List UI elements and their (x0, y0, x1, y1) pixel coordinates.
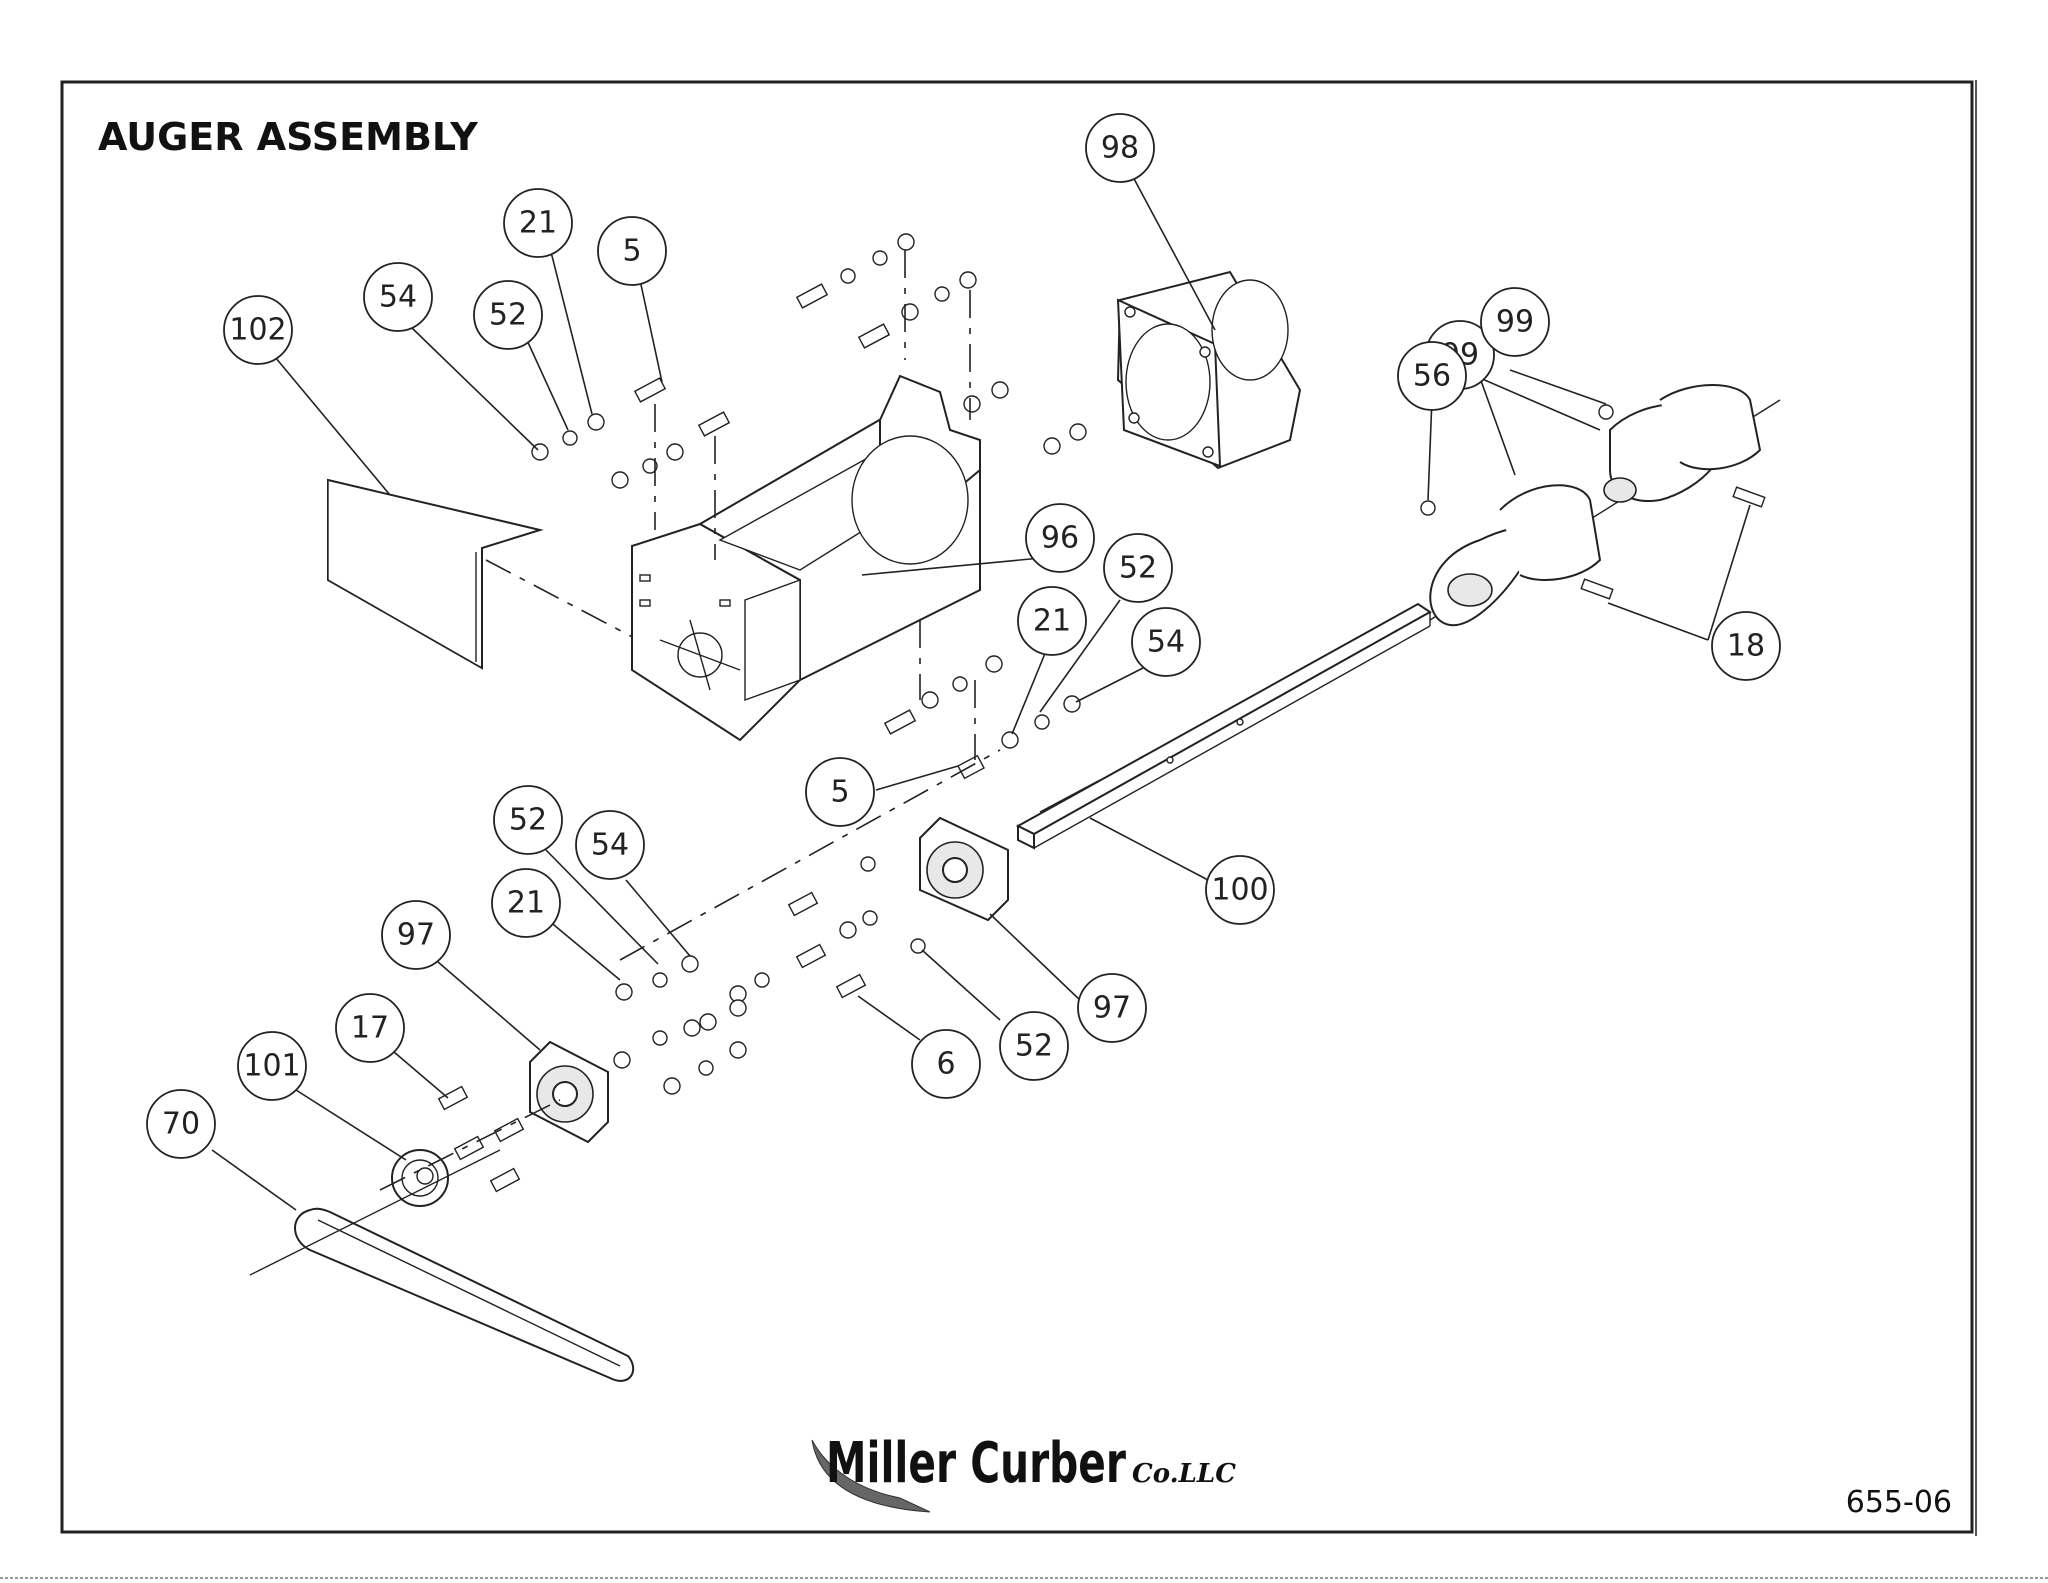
part-97-bearing-upper (919, 816, 1009, 922)
svg-text:5: 5 (830, 775, 849, 810)
svg-text:99: 99 (1496, 305, 1534, 340)
svg-text:70: 70 (162, 1107, 200, 1142)
svg-text:102: 102 (229, 313, 286, 348)
svg-text:52: 52 (1015, 1029, 1053, 1064)
balloon-5-top: 5 (597, 216, 667, 286)
svg-text:21: 21 (519, 206, 557, 241)
balloon-96: 96 (1025, 503, 1095, 573)
part-98-flange (1116, 270, 1302, 470)
company-logo: Miller Curber Co.LLC (811, 1431, 1236, 1513)
balloon-21-mid: 21 (1017, 586, 1087, 656)
part-99-auger-flights (1429, 384, 1762, 627)
balloon-52-top: 52 (473, 280, 543, 350)
svg-text:98: 98 (1101, 131, 1139, 166)
balloon-102: 102 (223, 295, 293, 365)
balloon-100: 100 (1205, 855, 1275, 925)
svg-text:101: 101 (243, 1049, 300, 1084)
balloon-98: 98 (1085, 113, 1155, 183)
fasteners (437, 233, 1766, 1193)
balloon-6: 6 (911, 1029, 981, 1099)
svg-text:17: 17 (351, 1011, 389, 1046)
part-97-bearing-lower (529, 1040, 609, 1144)
svg-text:54: 54 (379, 280, 417, 315)
balloon-54-low: 54 (575, 810, 645, 880)
svg-text:56: 56 (1413, 359, 1451, 394)
balloon-17: 17 (335, 993, 405, 1063)
svg-text:21: 21 (507, 886, 545, 921)
balloon-99-front: 99 (1480, 287, 1550, 357)
balloon-5-mid: 5 (805, 757, 875, 827)
balloon-56: 56 (1397, 341, 1467, 411)
drawing-frame (60, 80, 1974, 1534)
balloon-101: 101 (237, 1031, 307, 1101)
svg-text:54: 54 (1147, 625, 1185, 660)
svg-text:6: 6 (936, 1047, 955, 1082)
logo-main-text: Miller Curber (826, 1431, 1126, 1496)
balloon-52-low: 52 (493, 785, 563, 855)
balloon-21-low: 21 (491, 868, 561, 938)
part-100-shaft (1015, 399, 1781, 850)
svg-text:96: 96 (1041, 521, 1079, 556)
balloon-52-bottom: 52 (999, 1011, 1069, 1081)
alignment-lines (379, 250, 1001, 1191)
svg-text:52: 52 (489, 298, 527, 333)
balloon-18: 18 (1711, 611, 1781, 681)
logo-suffix-text: Co.LLC (1132, 1459, 1236, 1489)
part-96-housing (631, 374, 981, 742)
balloon-21-top: 21 (503, 188, 573, 258)
svg-text:100: 100 (1211, 873, 1268, 908)
svg-text:54: 54 (591, 828, 629, 863)
svg-text:5: 5 (622, 234, 641, 269)
svg-text:21: 21 (1033, 604, 1071, 639)
svg-text:52: 52 (1119, 551, 1157, 586)
logo-swoosh (811, 1439, 931, 1513)
svg-text:97: 97 (1093, 991, 1131, 1026)
svg-text:52: 52 (509, 803, 547, 838)
balloon-97-upper: 97 (1077, 973, 1147, 1043)
balloon-54-mid: 54 (1131, 607, 1201, 677)
leader-lines (211, 174, 1751, 1211)
svg-text:18: 18 (1727, 629, 1765, 664)
drawing-number: 655-06 (1846, 1485, 1952, 1520)
balloon-70: 70 (146, 1089, 216, 1159)
balloon-52-mid: 52 (1103, 533, 1173, 603)
part-70-belt (249, 1149, 635, 1382)
balloon-97-lower: 97 (381, 900, 451, 970)
svg-text:97: 97 (397, 918, 435, 953)
part-102-cover (327, 478, 681, 670)
page-title: AUGER ASSEMBLY (98, 115, 478, 159)
balloon-54-top: 54 (363, 262, 433, 332)
part-101-sprocket (391, 1149, 449, 1207)
